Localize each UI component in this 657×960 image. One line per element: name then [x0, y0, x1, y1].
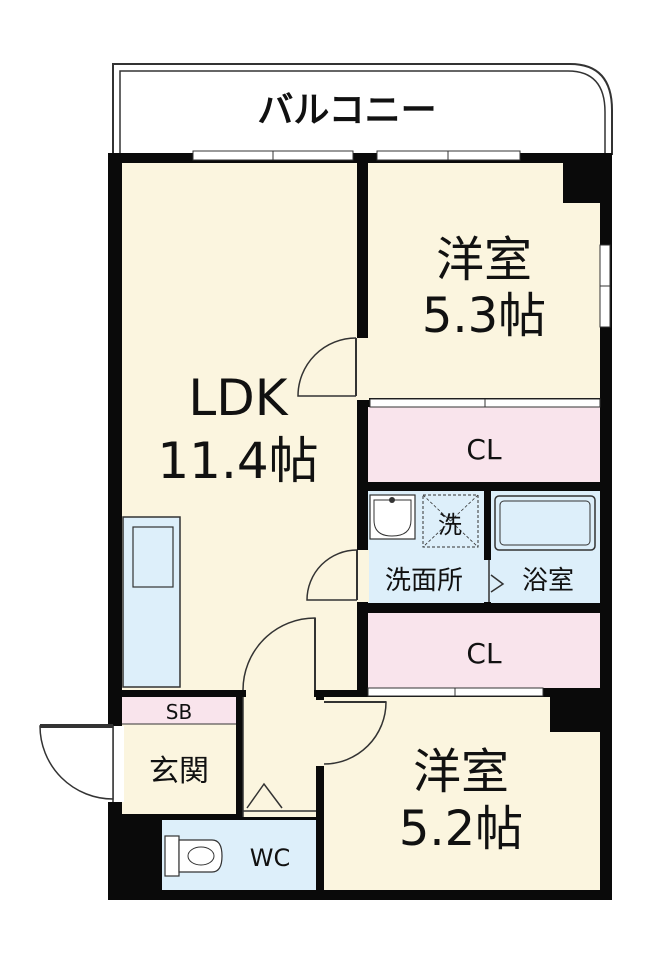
toilet-tank: [164, 835, 180, 877]
bedroom-bottom-ext: [324, 732, 600, 890]
entrance-door-leaf: [40, 724, 113, 728]
entrance-room: [122, 724, 236, 814]
door-opening-bath: [483, 560, 492, 602]
door-opening-hall: [246, 687, 314, 699]
shoe-box-label: SB: [166, 700, 192, 724]
toilet-label: WC: [250, 844, 291, 872]
bathroom-label: 浴室: [522, 566, 574, 596]
column-bottom-right: [550, 697, 600, 732]
closet-bottom-label: CL: [466, 637, 502, 670]
balcony-label: バルコニー: [257, 90, 436, 131]
washer-label: 洗: [438, 511, 462, 539]
door-bedroom-top-swing: [297, 337, 357, 397]
ldk-label: LDK: [188, 369, 288, 427]
bath-door-arrow: [490, 574, 505, 593]
column-top-right: [563, 163, 600, 203]
closet-bottom: [368, 613, 600, 688]
entrance-door-swing: [39, 725, 114, 800]
bedroom-top-label: 洋室: [436, 232, 532, 288]
door-opening-bedroom-bottom: [314, 700, 326, 766]
door-bedroom-bottom-swing: [323, 701, 387, 765]
bedroom-top-size-label: 5.3帖: [422, 288, 546, 344]
kitchen-counter: [122, 516, 181, 688]
balcony-inner-outline: [119, 70, 606, 155]
toilet-seat: [187, 846, 215, 866]
closet-top: [368, 407, 600, 482]
door-washroom-swing: [306, 549, 358, 601]
closet-top-label: CL: [466, 433, 502, 466]
ldk-size-label: 11.4帖: [157, 432, 318, 490]
bathtub: [494, 495, 596, 551]
door-opening-washroom: [356, 550, 369, 602]
washbasin-bowl: [373, 499, 412, 537]
washroom-label: 洗面所: [385, 566, 463, 596]
toilet-bowl: [178, 839, 223, 873]
shoe-box: [122, 697, 236, 724]
door-opening-bedroom-top: [356, 338, 369, 400]
bedroom-top-room: [368, 163, 600, 398]
washer-diagonal-b: [422, 494, 479, 548]
bedroom-bottom-size-label: 5.2帖: [399, 801, 523, 857]
kitchen-sink: [132, 526, 174, 588]
balcony-outline: [112, 63, 613, 155]
entrance-label: 玄関: [149, 754, 209, 789]
door-hall-swing: [242, 617, 316, 691]
bedroom-bottom-label: 洋室: [413, 744, 509, 800]
washbasin-drain: [389, 497, 395, 503]
toilet-door-triangle: [246, 782, 283, 809]
bathtub-inner: [499, 500, 591, 546]
